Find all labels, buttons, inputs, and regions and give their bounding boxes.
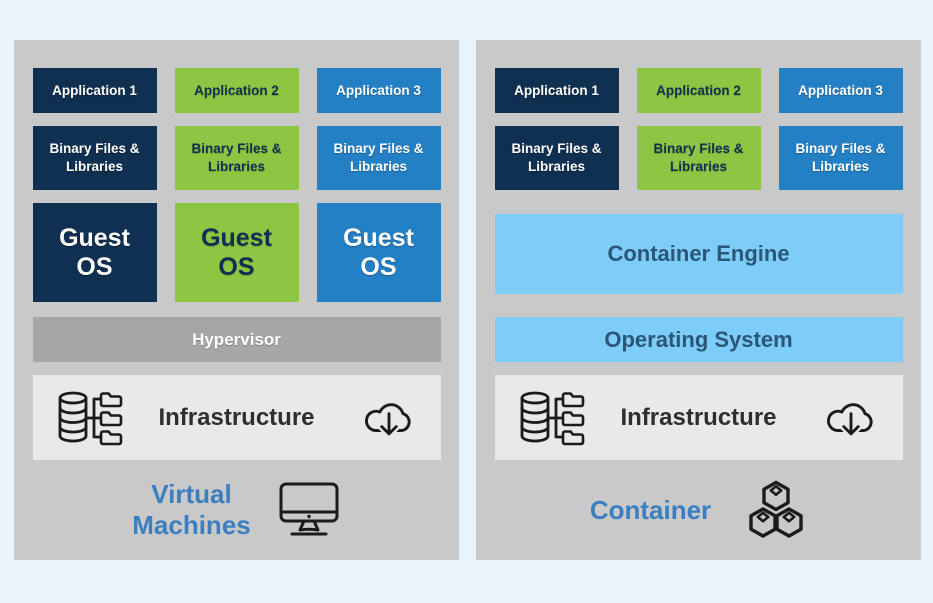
database-folder-tree-icon (520, 391, 584, 445)
database-folder-tree-icon (58, 391, 122, 445)
vm-panel-content: Application 1 Application 2 Application … (32, 40, 441, 560)
vm-binaries-3-box: Binary Files & Libraries (316, 126, 441, 190)
container-application-2-box: Application 2 (636, 68, 761, 113)
container-application-row: Application 1 Application 2 Application … (494, 68, 903, 113)
vm-infrastructure-label: Infrastructure (158, 403, 315, 431)
container-infrastructure-bar: Infrastructure (494, 375, 903, 460)
container-title: Container (589, 494, 712, 525)
vm-binaries-row: Binary Files & Libraries Binary Files & … (32, 126, 441, 190)
vm-binaries-2-box: Binary Files & Libraries (174, 126, 299, 190)
container-infrastructure-label: Infrastructure (620, 403, 777, 431)
operating-system-bar: Operating System (494, 317, 903, 362)
vm-guest-os-3-box: Guest OS (316, 203, 441, 302)
desktop-monitor-icon (279, 482, 339, 536)
container-panel: Application 1 Application 2 Application … (476, 40, 921, 560)
hypervisor-bar: Hypervisor (32, 317, 441, 362)
container-title-row: Container (495, 460, 903, 560)
vm-guest-os-row: Guest OS Guest OS Guest OS (32, 203, 441, 302)
container-binaries-2-box: Binary Files & Libraries (636, 126, 761, 190)
container-application-1-box: Application 1 (494, 68, 619, 113)
cloud-download-icon (364, 403, 411, 438)
container-application-3-box: Application 3 (778, 68, 903, 113)
container-panel-content: Application 1 Application 2 Application … (494, 40, 903, 560)
vm-guest-os-2-box: Guest OS (174, 203, 299, 302)
container-binaries-1-box: Binary Files & Libraries (494, 126, 619, 190)
vm-guest-os-1-box: Guest OS (32, 203, 157, 302)
stacked-cubes-icon (749, 480, 803, 538)
container-binaries-row: Binary Files & Libraries Binary Files & … (494, 126, 903, 190)
vm-application-1-box: Application 1 (32, 68, 157, 113)
vm-binaries-1-box: Binary Files & Libraries (32, 126, 157, 190)
vm-application-2-box: Application 2 (174, 68, 299, 113)
vm-application-row: Application 1 Application 2 Application … (32, 68, 441, 113)
cloud-download-icon (826, 403, 873, 438)
virtual-machines-panel: Application 1 Application 2 Application … (14, 40, 459, 560)
container-engine-bar: Container Engine (494, 214, 903, 294)
vm-title: Virtual Machines (132, 479, 251, 540)
vm-title-row: Virtual Machines (33, 460, 441, 560)
vm-infrastructure-bar: Infrastructure (32, 375, 441, 460)
vm-application-3-box: Application 3 (316, 68, 441, 113)
container-binaries-3-box: Binary Files & Libraries (778, 126, 903, 190)
